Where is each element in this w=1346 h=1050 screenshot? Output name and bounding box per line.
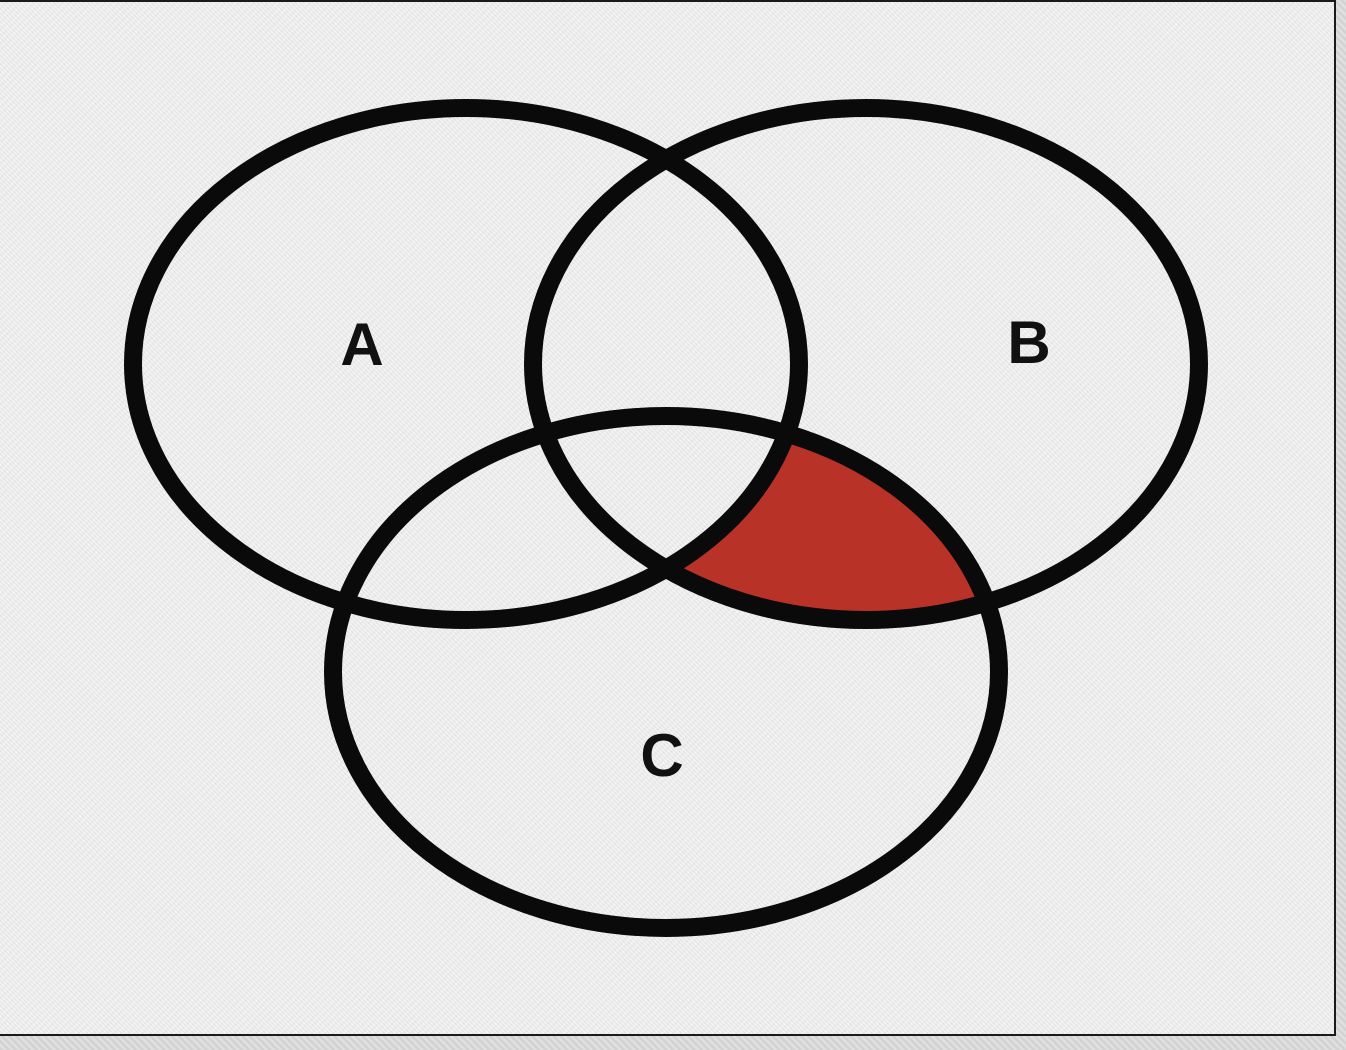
highlight-region-b-and-c-not-a — [533, 416, 999, 620]
set-a-label: A — [340, 311, 383, 378]
bottom-margin — [0, 1036, 1346, 1050]
frame-top-border — [0, 0, 1336, 2]
set-b-ellipse — [524, 99, 1208, 629]
set-a-ellipse — [124, 99, 808, 629]
set-c-label: C — [640, 722, 683, 789]
set-b-label: B — [1007, 309, 1050, 376]
set-c-ellipse — [324, 407, 1008, 937]
right-margin — [1336, 0, 1346, 1050]
